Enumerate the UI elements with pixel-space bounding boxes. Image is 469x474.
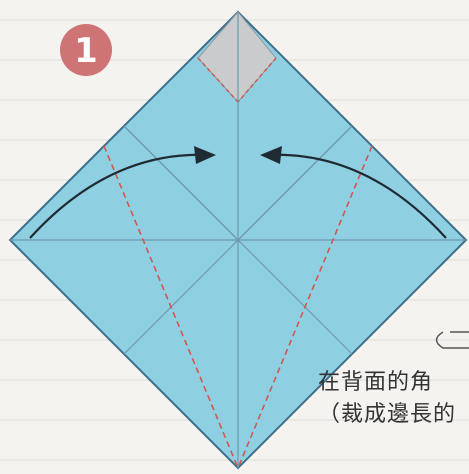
caption: 在背面的角 （裁成邊長的 — [318, 367, 456, 431]
crease-lines — [10, 12, 466, 468]
caption-line-1: 在背面的角 — [318, 370, 434, 395]
gray-corner-dashed-edge-left — [197, 57, 239, 103]
partial-shape-icon — [435, 331, 469, 349]
caption-line-2: （裁成邊長的 — [318, 402, 457, 427]
step-badge: 1 — [60, 24, 112, 76]
curved-arrow-left-icon — [260, 146, 447, 239]
step-number: 1 — [74, 31, 98, 71]
gray-corner-dashed-edge-right — [237, 57, 277, 103]
curved-arrow-right-icon — [29, 146, 216, 239]
dashed-fold-lines — [103, 145, 373, 469]
